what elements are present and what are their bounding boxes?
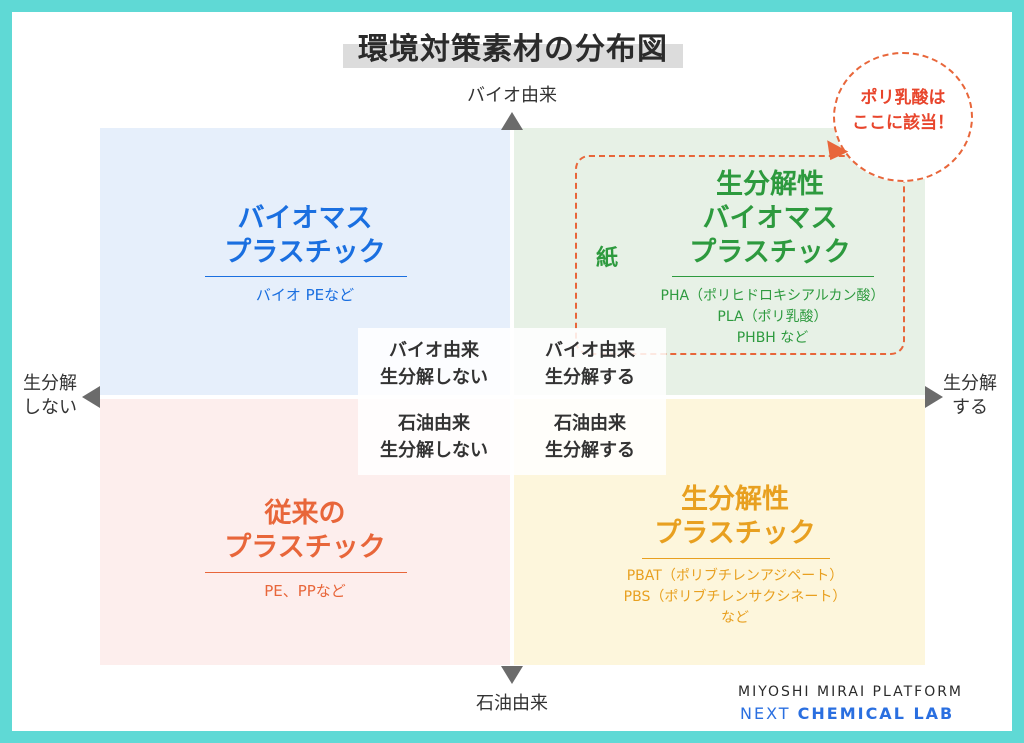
biodegradable-biomass-title-line1: 生分解性 [716,169,824,200]
callout-line2: ここに該当！ [852,113,954,133]
axis-label-right-line1: 生分解 [943,373,997,394]
example-etc: など [721,610,749,626]
biomass-plastic-divider [205,276,407,277]
title-block: 環境対策素材の分布図 [343,22,683,70]
conventional-plastic-examples: PE、PPなど [264,582,346,600]
center-tr-line1: バイオ由来 [545,340,635,361]
footer-lab-chemical: CHEMICAL LAB [797,704,955,723]
center-br-line2: 生分解する [545,440,635,461]
biodegradable-biomass-title-line2: バイオマス [702,203,838,234]
example-pbs: PBS（ポリブチレンサクシネート） [623,589,847,605]
callout-line1: ポリ乳酸は [860,88,946,108]
biomass-plastic-examples: バイオ PEなど [255,286,355,304]
horizontal-axis [100,395,925,399]
center-br-line1: 石油由来 [554,413,626,434]
axis-label-right: 生分解 する [930,372,1010,420]
arrow-right-icon [925,386,943,408]
biodegradable-biomass-examples: PHA（ポリヒドロキシアルカン酸） PLA（ポリ乳酸） PHBH など [630,286,915,349]
axis-label-bottom: 石油由来 [476,693,548,714]
polylactic-acid-highlight [575,155,905,355]
center-bl-line1: 石油由来 [398,413,470,434]
conventional-plastic-title-line1: 従来の [264,498,346,529]
biodegradable-plastic-examples: PBAT（ポリブチレンアジペート） PBS（ポリブチレンサクシネート） など [590,566,880,629]
biodegradable-biomass-title-line3: プラスチック [689,237,851,268]
center-tr-line2: 生分解する [545,367,635,388]
biodegradable-plastic-title-line1: 生分解性 [681,484,789,515]
biomass-plastic-title: バイオマス プラスチック [180,202,430,270]
biomass-plastic-title-line1: バイオマス [237,203,373,234]
center-box-bottom-right [514,399,666,475]
footer-platform: MIYOSHI MIRAI PLATFORM [738,684,964,700]
example-pha: PHA（ポリヒドロキシアルカン酸） [660,288,885,304]
center-tl-line2: 生分解しない [380,367,488,388]
biodegradable-plastic-title: 生分解性 プラスチック [610,483,860,551]
conventional-plastic-divider [205,572,407,573]
conventional-plastic-title: 従来の プラスチック [180,497,430,565]
center-label-bottom-right: 石油由来 生分解する [514,410,666,464]
axis-label-left: 生分解 しない [10,372,90,420]
axis-label-right-line2: する [952,397,988,418]
center-box-top-left [358,328,510,395]
biodegradable-plastic-title-line2: プラスチック [654,518,816,549]
page-title: 環境対策素材の分布図 [358,32,668,67]
center-label-top-left: バイオ由来 生分解しない [358,337,510,391]
conventional-plastic-title-line2: プラスチック [224,532,386,563]
axis-label-left-line2: しない [23,397,77,418]
paper-label: 紙 [596,246,619,271]
center-label-top-right: バイオ由来 生分解する [514,337,666,391]
biomass-plastic-title-line2: プラスチック [224,237,386,268]
axis-label-top: バイオ由来 [467,85,557,106]
example-pbat: PBAT（ポリブチレンアジペート） [626,568,844,584]
center-tl-line1: バイオ由来 [389,340,479,361]
title-highlight [343,44,683,68]
center-label-bottom-left: 石油由来 生分解しない [358,410,510,464]
axis-label-left-line1: 生分解 [23,373,77,394]
arrow-up-icon [501,112,523,130]
arrow-down-icon [501,666,523,684]
center-bl-line2: 生分解しない [380,440,488,461]
biodegradable-biomass-plastic-title: 生分解性 バイオマス プラスチック [640,168,900,270]
example-phbh: PHBH など [736,330,809,346]
example-pla: PLA（ポリ乳酸） [717,309,828,325]
callout-text: ポリ乳酸は ここに該当！ [833,86,973,136]
center-box-top-right [514,328,666,395]
callout-bubble [833,52,973,182]
center-box-bottom-left [358,399,510,475]
arrow-left-icon [82,386,100,408]
biodegradable-biomass-divider [672,276,874,277]
footer-lab: NEXT CHEMICAL LAB [740,704,954,723]
footer-lab-next: NEXT [740,704,798,723]
biodegradable-plastic-divider [642,558,830,559]
